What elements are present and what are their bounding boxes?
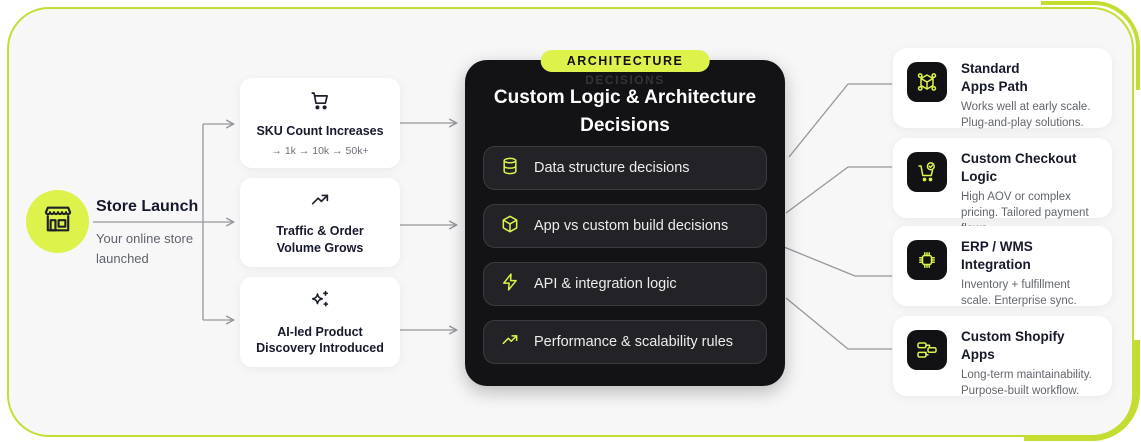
- growth-card-title: SKU Count Increases: [256, 124, 384, 139]
- panel-row-app-vs-custom: App vs custom build decisions: [483, 204, 767, 248]
- sparkles-icon: [308, 288, 332, 317]
- shopping-cart-icon: [309, 89, 331, 116]
- box-icon: [500, 214, 520, 239]
- store-launch-subtitle: Your online store launched: [96, 231, 194, 266]
- outcome-card-custom-shopify-apps: Custom Shopify Apps Long-term maintainab…: [893, 316, 1112, 398]
- apps-network-icon: [907, 62, 947, 102]
- outcome-card-title: Custom Shopify Apps: [961, 329, 1065, 362]
- architecture-badge: ARCHITECTURE: [540, 50, 710, 72]
- growth-card-title: AI-led Product Discovery Introduced: [256, 324, 384, 355]
- outcome-card-erp-wms: ERP / WMS Integration Inventory + fulfil…: [893, 226, 1112, 308]
- growth-card-title: Traffic & Order Volume Grows: [276, 224, 364, 255]
- outcome-card-title: Custom Checkout Logic: [961, 151, 1077, 184]
- workflow-icon: [907, 330, 947, 370]
- growth-card-ai-discovery: AI-led Product Discovery Introduced: [240, 277, 400, 367]
- trending-up-icon: [309, 189, 331, 216]
- outcome-card-title: Standard Apps Path: [961, 61, 1028, 94]
- integration-chip-icon: [907, 240, 947, 280]
- checkout-cart-icon: [907, 152, 947, 192]
- architecture-panel-title: Custom Logic & Architecture Decisions: [493, 87, 757, 136]
- panel-row-label: Performance & scalability rules: [534, 334, 734, 350]
- zap-icon: [500, 272, 520, 297]
- panel-row-label: App vs custom build decisions: [534, 218, 729, 234]
- outcome-card-title: ERP / WMS Integration: [961, 239, 1033, 272]
- outcome-card-custom-checkout: Custom Checkout Logic High AOV or comple…: [893, 138, 1112, 235]
- architecture-panel: DECISIONS ARCHITECTURE Custom Logic & Ar…: [465, 50, 785, 386]
- panel-row-api-integration: API & integration logic: [483, 262, 767, 306]
- panel-row-label: Data structure decisions: [534, 160, 690, 176]
- outcome-card-subtitle: Works well at early scale. Plug-and-play…: [961, 101, 1091, 130]
- panel-row-label: API & integration logic: [534, 276, 677, 292]
- outcome-card-subtitle: Inventory + fulfillment scale. Enterpris…: [961, 279, 1077, 308]
- store-launch-node: [26, 190, 89, 253]
- architecture-badge-ghost-label: DECISIONS: [585, 73, 665, 87]
- growth-card-traffic: Traffic & Order Volume Grows: [240, 178, 400, 267]
- panel-row-performance: Performance & scalability rules: [483, 320, 767, 364]
- outcome-card-standard-apps: Standard Apps Path Works well at early s…: [893, 48, 1112, 130]
- storefront-icon: [41, 202, 75, 241]
- outcome-card-subtitle: Long-term maintainability. Purpose-built…: [961, 369, 1092, 398]
- database-icon: [500, 156, 520, 181]
- growth-card-sku: SKU Count Increases → 1k → 10k → 50k+: [240, 78, 400, 168]
- growth-card-subtitle: → 1k → 10k → 50k+: [271, 144, 369, 157]
- panel-row-data-structure: Data structure decisions: [483, 146, 767, 190]
- store-launch-title: Store Launch: [96, 198, 199, 215]
- trending-up-icon: [500, 330, 520, 355]
